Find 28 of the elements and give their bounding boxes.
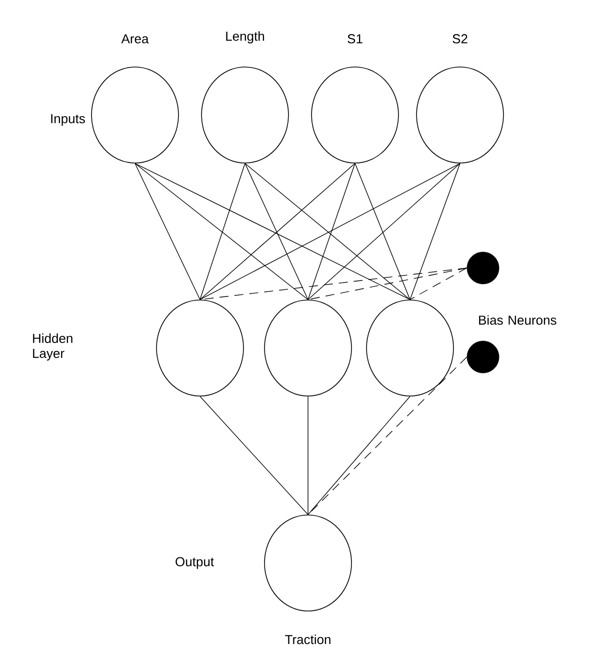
- connection-line: [200, 163, 356, 300]
- connection-line: [354, 163, 410, 300]
- connection-line: [410, 163, 460, 300]
- layer-label: Hidden Layer: [33, 333, 72, 361]
- connection-line: [134, 163, 410, 300]
- bias-neuron: [466, 252, 500, 284]
- connection-line: [200, 163, 460, 300]
- neuron-circle: [264, 300, 352, 396]
- layer-label: Output: [176, 557, 214, 569]
- node-label: Traction: [285, 634, 330, 644]
- bias-neuron: [466, 340, 500, 374]
- node-label: S2: [452, 34, 468, 44]
- layer-label: Bias Neurons: [479, 315, 556, 325]
- connection-line: [200, 396, 308, 515]
- node-label: S1: [348, 34, 362, 44]
- connection-line: [308, 396, 410, 515]
- connection-line: [244, 163, 410, 300]
- neuron-circle: [156, 300, 244, 396]
- node-label: Length: [226, 31, 264, 44]
- dashed-connection: [410, 268, 468, 300]
- connection-line: [200, 163, 246, 300]
- connection-line: [308, 163, 460, 300]
- connection-line: [308, 163, 356, 300]
- neuron-circle: [366, 300, 454, 396]
- node-label: Area: [121, 34, 149, 44]
- connection-line: [134, 163, 308, 300]
- connection-line: [134, 163, 200, 300]
- connection-line: [244, 163, 308, 300]
